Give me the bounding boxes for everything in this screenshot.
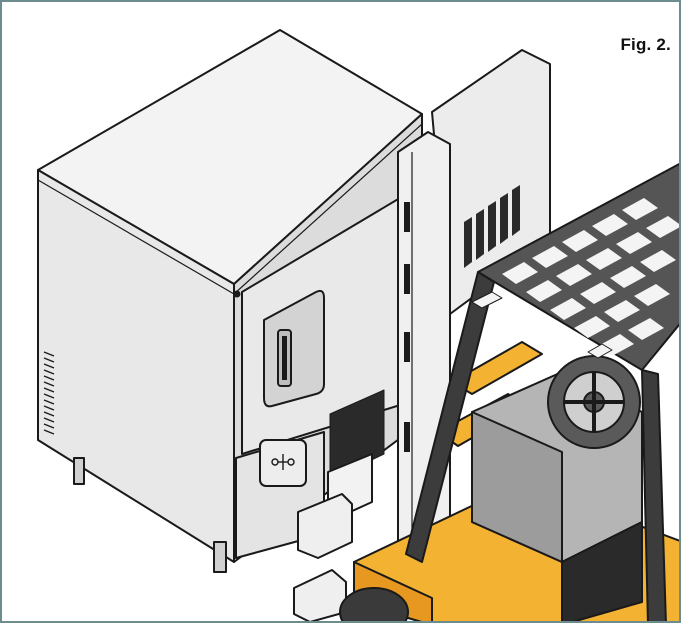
rear-grille bbox=[561, 521, 643, 621]
forklift-body bbox=[339, 341, 679, 621]
steering-wheel bbox=[547, 355, 641, 449]
control-symbol-icon bbox=[271, 454, 295, 470]
cage-crossbar bbox=[587, 343, 613, 359]
cabinet-foot bbox=[73, 457, 85, 485]
figure-label: Fig. 2. bbox=[620, 35, 671, 54]
overhead-guard-cage bbox=[405, 163, 679, 621]
fork-blade bbox=[293, 569, 347, 621]
cage-crossbar bbox=[471, 291, 503, 309]
fork-blade bbox=[297, 493, 353, 559]
mast-slots bbox=[464, 185, 520, 268]
side-vent-grille bbox=[43, 351, 55, 435]
mast-front-slots bbox=[404, 202, 410, 452]
cage-post bbox=[405, 271, 495, 563]
front-wheel bbox=[339, 587, 409, 621]
cage-post bbox=[641, 369, 667, 621]
cabinet-foot bbox=[213, 541, 227, 573]
blast-chiller-cabinet bbox=[37, 29, 423, 573]
cage-grid bbox=[502, 198, 679, 356]
